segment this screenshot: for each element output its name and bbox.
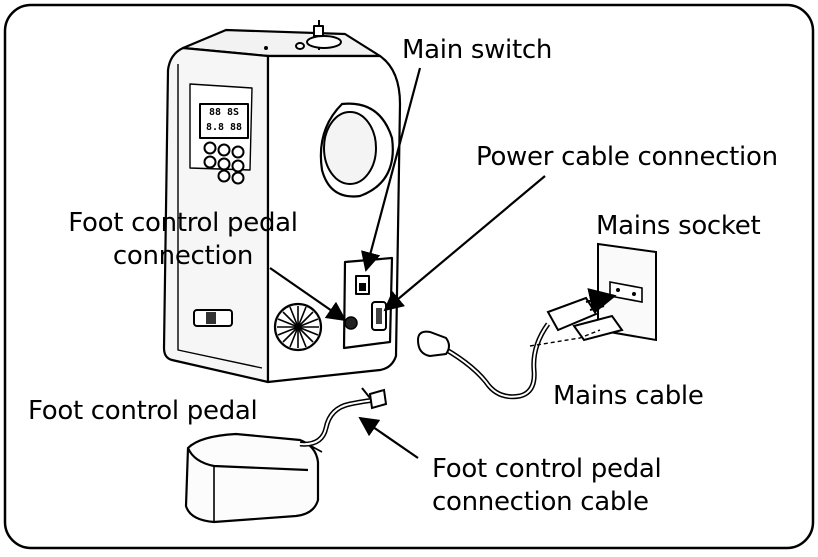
thread-spindle <box>264 20 342 50</box>
power-connector-plug <box>416 330 450 358</box>
handwheel <box>319 102 394 198</box>
leader-power-cable <box>383 175 546 312</box>
lcd-line-top: 88 8S <box>208 107 240 118</box>
label-foot-control-pedal-connection-line1: Foot control pedal <box>68 208 298 238</box>
label-foot-control-pedal: Foot control pedal <box>28 396 258 426</box>
control-buttons <box>203 141 245 185</box>
label-mains-socket: Mains socket <box>596 211 761 241</box>
pedal-socket <box>344 316 358 330</box>
mains-plug <box>546 296 624 342</box>
label-foot-control-pedal-connection: Foot control pedal connection <box>68 207 298 273</box>
label-power-cable-connection: Power cable connection <box>476 142 778 172</box>
label-mains-cable: Mains cable <box>553 381 704 411</box>
label-foot-control-pedal-connection-cable-line1: Foot control pedal <box>432 454 662 484</box>
vent-grill <box>273 302 323 352</box>
leader-main-switch <box>361 67 422 272</box>
label-foot-control-pedal-connection-cable: Foot control pedal connection cable <box>432 453 662 519</box>
lcd-display <box>199 103 249 139</box>
leader-pedal-cable <box>358 416 419 459</box>
leader-lines <box>269 67 546 459</box>
leader-pedal-connection <box>269 267 347 322</box>
pedal-cable-plug <box>361 387 388 410</box>
lcd-line-bottom: 8.8 88 <box>205 122 243 133</box>
label-foot-control-pedal-connection-cable-line2: connection cable <box>432 487 649 517</box>
sewing-machine <box>162 20 402 384</box>
foot-pedal <box>184 432 323 524</box>
label-foot-control-pedal-connection-line2: connection <box>112 241 254 271</box>
label-main-switch: Main switch <box>402 35 553 65</box>
lcd-digits: 88 8S 8.8 88 <box>201 105 247 137</box>
diagram-frame <box>3 3 815 550</box>
